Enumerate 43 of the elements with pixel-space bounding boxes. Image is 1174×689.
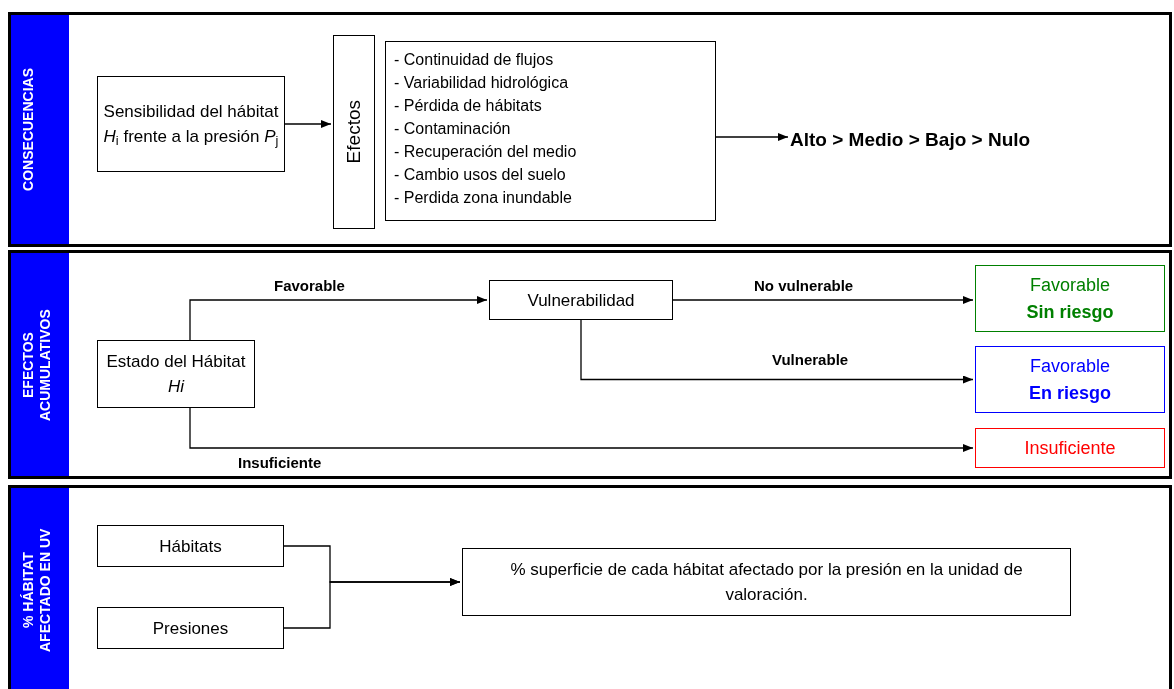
result-text: En riesgo — [1029, 381, 1111, 405]
process-box — [97, 76, 285, 172]
result-text: Insuficiente — [1024, 436, 1116, 460]
result-text: Favorable — [1029, 354, 1110, 378]
process-box — [97, 340, 255, 408]
section-panel — [8, 485, 1172, 689]
process-box — [489, 280, 673, 320]
arrow — [284, 120, 332, 128]
box-text: Vulnerabilidad — [527, 289, 635, 312]
list-item: - Contaminación — [394, 119, 511, 139]
result-box — [975, 265, 1165, 332]
process-box — [97, 607, 284, 649]
section-panel — [8, 250, 1172, 479]
arrow — [283, 578, 461, 629]
result-text: Alto > Medio > Bajo > Nulo — [790, 125, 1140, 155]
process-box — [97, 525, 284, 567]
box-text: % superficie de cada hábitat afectado por la presión en la unidad de valoración. — [509, 559, 1024, 606]
arrow — [189, 407, 974, 452]
box-text: Presiones — [152, 617, 229, 640]
list-box — [385, 41, 716, 221]
box-text: Hábitats — [159, 535, 222, 558]
list-item: - Variabilidad hidrológica — [394, 73, 569, 93]
section-label: % HÁBITAT AFECTADO EN UV — [11, 488, 69, 689]
box-text: Sensibilidad del hábitat H$_{i}$ frente a la presión P$_{j}$ — [102, 101, 280, 149]
arrow — [189, 296, 488, 341]
result-box — [975, 428, 1165, 468]
arrow — [715, 133, 789, 141]
list-item: - Perdida zona inundable — [394, 188, 572, 208]
section-label: EFECTOS ACUMULATIVOS — [11, 253, 69, 476]
result-box — [975, 346, 1165, 413]
list-item: - Cambio usos del suelo — [394, 165, 566, 185]
arrow — [672, 296, 974, 304]
list-item: - Pérdida de hábitats — [394, 96, 542, 116]
list-item: - Recuperación del medio — [394, 142, 577, 162]
box-text: Estado del Hábitat Hi — [105, 351, 247, 398]
arrow — [580, 319, 974, 384]
section-label: CONSECUENCIAS — [11, 15, 69, 244]
list-item: - Continuidad de flujos — [394, 50, 554, 70]
process-box: Efectos — [333, 35, 375, 229]
result-text: Favorable — [1029, 273, 1110, 297]
section-panel — [8, 12, 1172, 247]
process-box — [462, 548, 1071, 616]
result-text: Sin riesgo — [1026, 300, 1114, 324]
